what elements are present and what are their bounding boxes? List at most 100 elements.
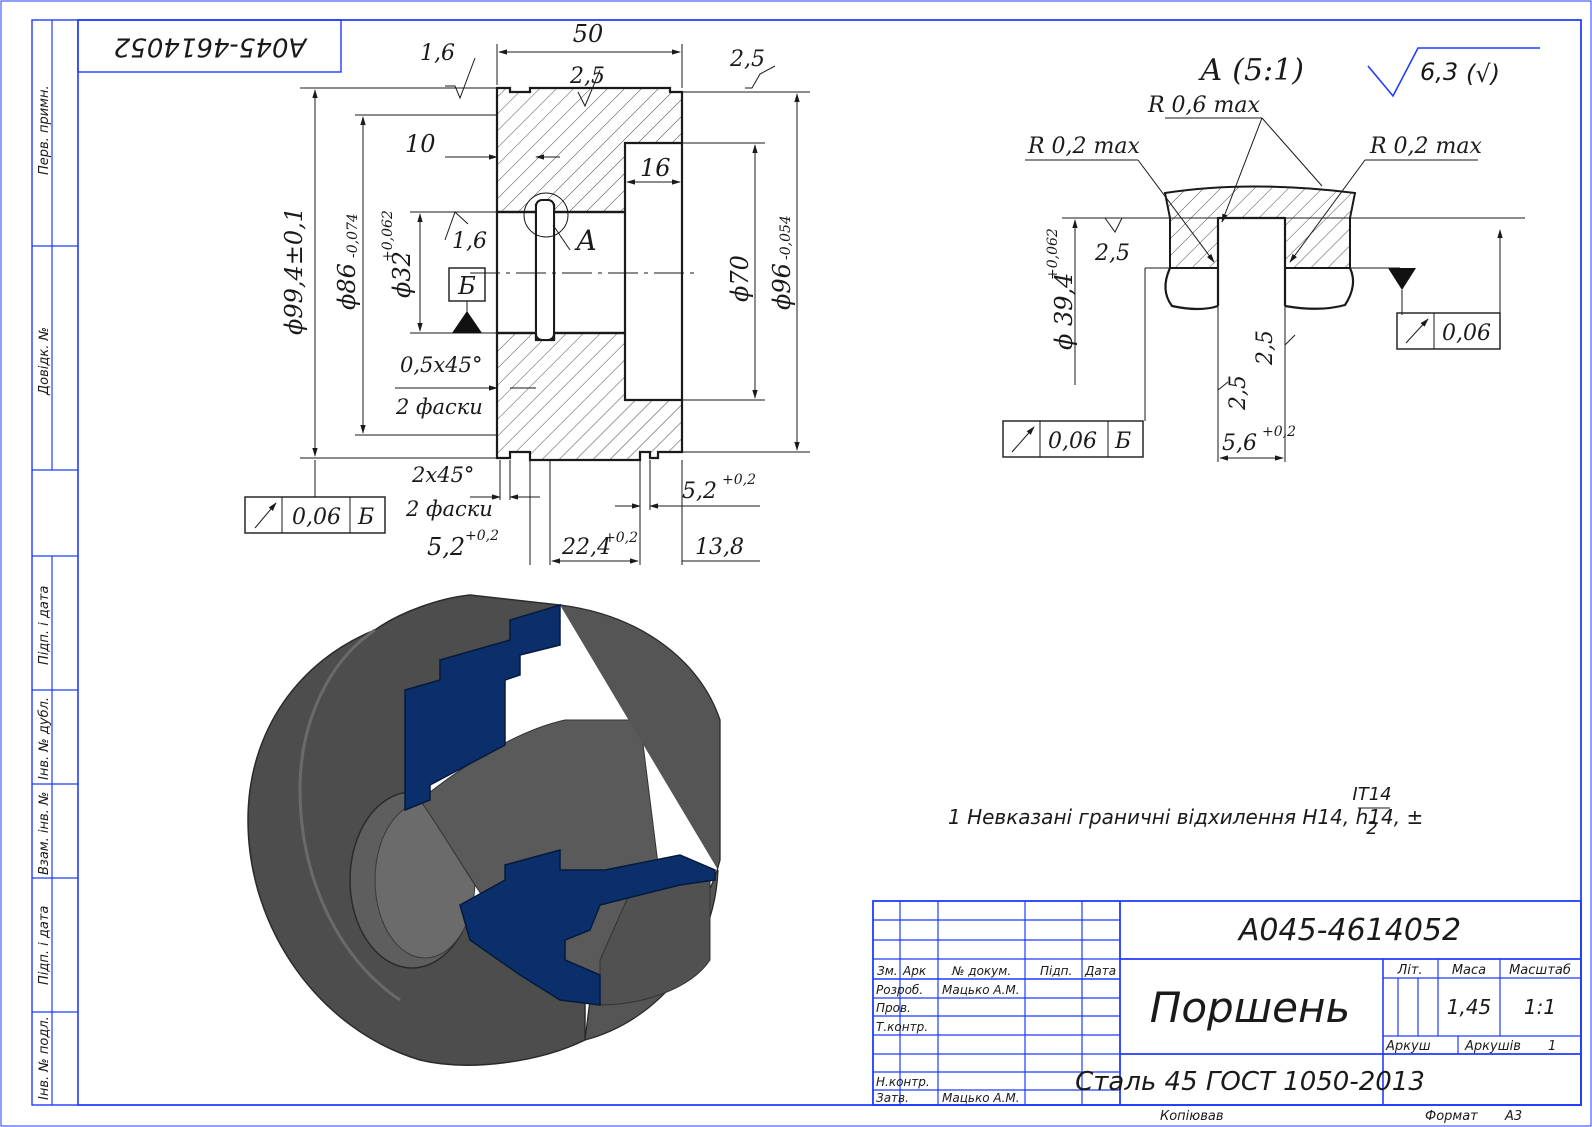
tolerance-main-value: 0,06 bbox=[292, 505, 341, 530]
detail-ref-a: А bbox=[574, 224, 597, 257]
tb-approver: Мацько А.М. bbox=[942, 1091, 1020, 1105]
note-frac-num: IT14 bbox=[1352, 784, 1391, 805]
note-line-1: 1 Невказані граничні відхилення H14, h14… bbox=[948, 805, 1423, 829]
section-cut-upper bbox=[404, 603, 561, 812]
tolerance-frame-main: 0,06 Б bbox=[244, 460, 386, 534]
side-stamp-1: Довідк. № bbox=[37, 327, 52, 396]
tb-h-date: Дата bbox=[1084, 964, 1116, 978]
dim-w52-left: 5,2 bbox=[427, 533, 465, 561]
section-upper-wall bbox=[495, 86, 684, 214]
chamfer2-label: 2x45° bbox=[411, 463, 474, 487]
footer-copied: Копіював bbox=[1160, 1109, 1224, 1124]
tb-scale: 1:1 bbox=[1524, 995, 1556, 1019]
dim-16: 16 bbox=[640, 154, 671, 182]
side-stamp-0: Перв. примн. bbox=[37, 85, 52, 175]
dim-w224-tol: +0,2 bbox=[604, 530, 638, 546]
main-section-view: 50 1,6 2,5 2,5 10 16 ϕ99,4±0,1 ϕ86 -0,07… bbox=[244, 20, 810, 565]
section-cut-lower bbox=[459, 849, 716, 1006]
tb-scale-label: Масштаб bbox=[1509, 963, 1571, 978]
side-stamp-3: Інв. № дубл. bbox=[37, 697, 52, 780]
dim-d86: ϕ86 bbox=[333, 263, 361, 310]
dim-d70: ϕ70 bbox=[726, 255, 754, 302]
detail-r02-right: R 0,2 max bbox=[1369, 134, 1483, 159]
dim-w52-right: 5,2 bbox=[682, 479, 717, 504]
top-stamp-text: А045-4614052 bbox=[114, 32, 309, 62]
tb-developer: Мацько А.М. bbox=[942, 983, 1020, 997]
rough-top-right: 2,5 bbox=[729, 47, 765, 72]
tb-row-ncontrol: Н.контр. bbox=[876, 1075, 930, 1089]
dim-d32-tol: +0,062 bbox=[380, 210, 396, 262]
detail-view-a: А (5:1) R 0,6 max R 0,2 max R 0,2 max 2,… bbox=[1002, 53, 1525, 462]
tb-material: Сталь 45 ГОСТ 1050-2013 bbox=[1075, 1067, 1425, 1097]
tb-h-doc: № докум. bbox=[951, 964, 1011, 978]
tb-h-sign: Підп. bbox=[1040, 964, 1072, 978]
footer-format-label: Формат bbox=[1425, 1109, 1478, 1124]
tolerance-frame-detail-right: 0,06 bbox=[1388, 229, 1503, 350]
detail-w56: 5,6 bbox=[1222, 431, 1257, 456]
tb-lit-label: Літ. bbox=[1396, 963, 1422, 978]
roughness-suffix: (√) bbox=[1466, 60, 1500, 88]
side-stamp-5: Підп. і дата bbox=[37, 906, 52, 985]
side-stamp-6: Інв. № подл. bbox=[37, 1016, 52, 1100]
dim-w52-right-tol: +0,2 bbox=[722, 472, 756, 488]
dim-10: 10 bbox=[405, 130, 436, 158]
tb-part-name: Поршень bbox=[1150, 983, 1350, 1032]
dim-w224: 22,4 bbox=[561, 535, 611, 560]
footer-format: А3 bbox=[1504, 1109, 1522, 1124]
detail-w56-tol: +0,2 bbox=[1262, 424, 1296, 440]
tb-row-approved: Затв. bbox=[876, 1091, 909, 1105]
dim-w138: 13,8 bbox=[695, 535, 744, 560]
tb-mass-label: Маса bbox=[1452, 963, 1486, 978]
title-block: А045-4614052 Поршень Сталь 45 ГОСТ 1050-… bbox=[872, 900, 1582, 1106]
tb-row-developed: Розроб. bbox=[876, 983, 923, 997]
detail-rough-left: 2,5 bbox=[1094, 241, 1130, 266]
detail-tol-left-base: Б bbox=[1114, 429, 1131, 454]
note-frac-den: 2 bbox=[1366, 818, 1377, 839]
chamfer2-note: 2 фаски bbox=[405, 497, 493, 521]
top-stamp: А045-4614052 bbox=[77, 19, 342, 73]
chamfer1-note: 2 фаски bbox=[395, 395, 483, 419]
tb-h-zm: Зм. bbox=[877, 964, 898, 978]
rough-top-mid: 2,5 bbox=[569, 64, 605, 89]
detail-rough-inner2: 2,5 bbox=[1226, 375, 1251, 411]
tb-row-checked: Пров. bbox=[876, 1001, 911, 1015]
dim-d96-tol: -0,054 bbox=[778, 215, 794, 260]
detail-title: А (5:1) bbox=[1198, 53, 1304, 88]
side-stamp-2: Підп. і дата bbox=[37, 586, 52, 665]
chamfer1-label: 0,5x45° bbox=[400, 353, 482, 377]
detail-tol-right-value: 0,06 bbox=[1442, 321, 1491, 346]
detail-r06: R 0,6 max bbox=[1147, 93, 1261, 118]
technical-note: 1 Невказані граничні відхилення H14, h14… bbox=[948, 784, 1423, 839]
side-stamp-4: Взам. інв. № bbox=[37, 792, 52, 875]
detail-d394-tol: +0,062 bbox=[1045, 228, 1061, 280]
dim-d994: ϕ99,4±0,1 bbox=[280, 207, 308, 335]
tb-sheets-label: Аркушів bbox=[1464, 1039, 1521, 1054]
inner-frame bbox=[77, 19, 1582, 1106]
tolerance-frame-detail-left: 0,06 Б bbox=[1002, 268, 1146, 458]
roughness-value: 6,3 bbox=[1420, 58, 1458, 86]
dim-d32: ϕ32 bbox=[388, 251, 416, 298]
detail-tol-left-value: 0,06 bbox=[1048, 429, 1097, 454]
dim-w52-left-tol: +0,2 bbox=[465, 528, 499, 544]
detail-d394: ϕ 39,4 bbox=[1050, 273, 1078, 350]
tb-designation: А045-4614052 bbox=[1237, 913, 1461, 948]
tb-sheet-label: Аркуш bbox=[1385, 1039, 1431, 1054]
base-b-label: Б bbox=[457, 272, 476, 300]
rough-bore: 1,6 bbox=[452, 229, 487, 254]
dim-50: 50 bbox=[573, 20, 604, 48]
detail-r02-left: R 0,2 max bbox=[1027, 134, 1141, 159]
piston-3d-model bbox=[247, 594, 721, 1066]
dim-d86-tol: -0,074 bbox=[345, 213, 361, 258]
section-lower-wall bbox=[495, 331, 684, 462]
tb-sheets: 1 bbox=[1548, 1039, 1556, 1054]
detail-rough-inner1: 2,5 bbox=[1253, 330, 1278, 366]
tb-h-ark: Арк bbox=[902, 964, 927, 978]
tb-row-tcontrol: Т.контр. bbox=[876, 1020, 928, 1034]
roughness-general-note: 6,3 (√) bbox=[1367, 47, 1540, 98]
rough-top-left: 1,6 bbox=[420, 41, 455, 66]
side-stamp-strip: Перв. примн. Довідк. № Підп. і дата Інв.… bbox=[32, 20, 78, 1105]
tb-mass: 1,45 bbox=[1447, 995, 1492, 1019]
dim-d96: ϕ96 bbox=[768, 263, 796, 310]
